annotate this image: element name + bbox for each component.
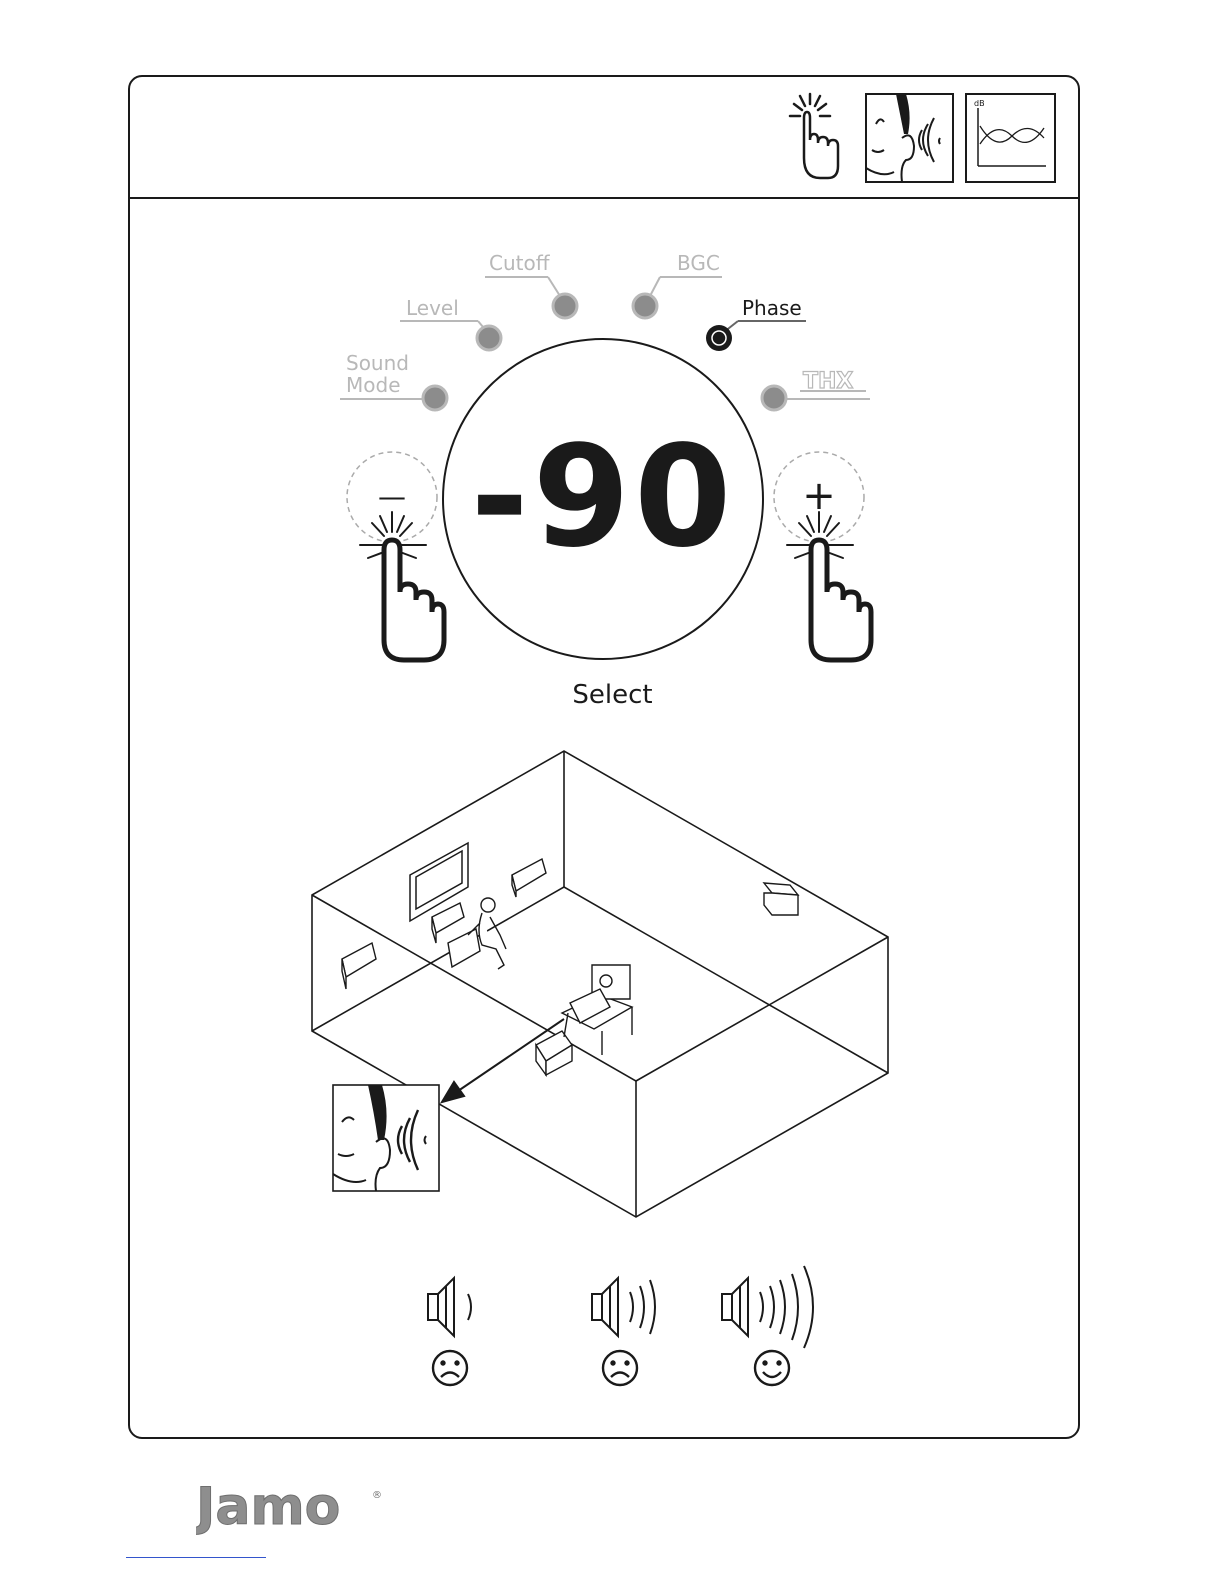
press-hand-right-icon: [787, 512, 871, 660]
knob-cutoff[interactable]: [553, 294, 577, 318]
label-sound-mode-2: Mode: [346, 373, 401, 397]
subwoofer-icon: [536, 1031, 572, 1075]
knob-bgc[interactable]: [633, 294, 657, 318]
press-hand-left-icon: [360, 512, 444, 660]
label-level: Level: [406, 296, 459, 320]
label-phase: Phase: [742, 296, 802, 320]
listener-chair-icon: [562, 965, 632, 1055]
svg-text:Jamo: Jamo: [196, 1478, 340, 1537]
speaker-front-right-icon: [512, 859, 546, 897]
knob-level[interactable]: [477, 326, 501, 350]
speaker-front-left-icon: [342, 943, 376, 989]
svg-text:—: —: [378, 480, 406, 513]
display-value: -90: [471, 416, 736, 579]
footer-link-underline: [126, 1557, 266, 1558]
frown-face-icon: [433, 1351, 467, 1385]
frequency-response-icon: dB: [966, 94, 1055, 182]
frown-face-icon: [603, 1351, 637, 1385]
speaker-icon: [722, 1266, 813, 1348]
knob-sound-mode[interactable]: [423, 386, 447, 410]
header-icons: dB: [780, 88, 1065, 188]
select-label: Select: [0, 680, 1225, 710]
loudness-feedback: [410, 1262, 850, 1392]
smile-face-icon: [755, 1351, 789, 1385]
speaker-rear-right-icon: [764, 883, 798, 915]
label-sound-mode-1: Sound: [346, 351, 409, 375]
knob-phase-active[interactable]: [706, 325, 732, 351]
listener-ear-icon: [866, 94, 953, 182]
speaker-icon: [428, 1278, 471, 1336]
label-bgc: BGC: [677, 251, 720, 275]
label-cutoff: Cutoff: [489, 251, 551, 275]
speaker-icon: [592, 1278, 655, 1336]
knob-thx[interactable]: [762, 386, 786, 410]
header-divider: [128, 197, 1080, 199]
svg-text:®: ®: [372, 1490, 382, 1501]
tap-hand-icon: [790, 94, 838, 178]
jamo-logo: Jamo ®: [196, 1478, 396, 1538]
control-panel: -90 Sound Mode Level Cutoff BGC Phase TH…: [0, 240, 1225, 680]
listener-ear-inset-icon: [332, 1084, 442, 1194]
svg-text:dB: dB: [974, 99, 985, 108]
